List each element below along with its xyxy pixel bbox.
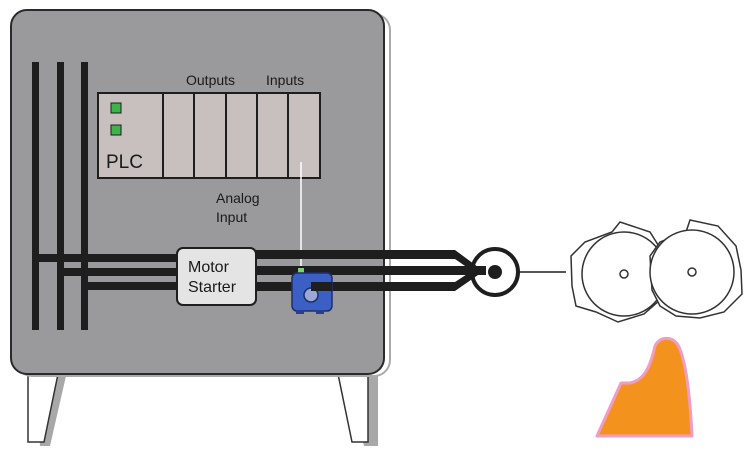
motor-starter-label-line2: Starter [188,279,237,296]
bus-bars [32,62,88,330]
status-led-2 [110,124,122,136]
plc-rack: PLC [97,92,321,179]
motor-symbol [470,247,566,297]
material-pile [595,336,694,438]
current-sensor [291,268,333,314]
motor-starter-label-line1: Motor [188,259,230,276]
right-leg [337,373,369,443]
cabinet [10,9,385,375]
power-conductors [32,250,486,291]
status-led-1 [110,102,122,114]
plc-label: PLC [106,152,143,173]
roller-left [570,221,673,323]
analog-input-label-line1: Analog [216,190,260,206]
outputs-label: Outputs [186,72,235,88]
analog-input-label-line2: Input [216,209,247,225]
cabinet-legs [27,373,378,446]
inputs-label: Inputs [266,72,304,88]
crusher-rollers [570,219,743,323]
motor-starter: Motor Starter [176,247,257,306]
roller-right [649,219,743,319]
